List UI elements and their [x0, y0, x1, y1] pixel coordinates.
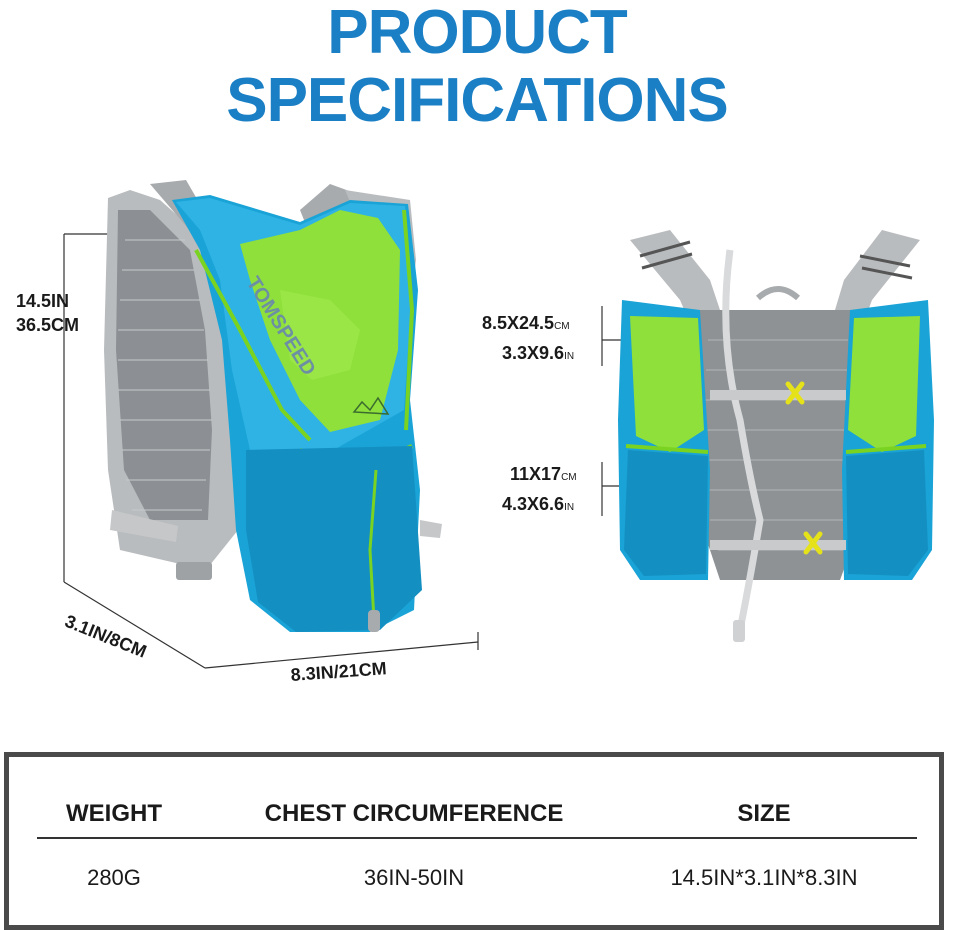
upper-pocket-dim-cm: 8.5X24.5CM — [482, 313, 570, 333]
title-line-2: SPECIFICATIONS — [226, 66, 729, 135]
title-line-1: PRODUCT — [327, 0, 628, 67]
spec-header-weight: WEIGHT — [66, 800, 162, 827]
spec-table: WEIGHT CHEST CIRCUMFERENCE SIZE 280G 36I… — [4, 752, 944, 930]
spec-header-size: SIZE — [737, 800, 791, 827]
vest-back-image — [601, 230, 934, 642]
spec-header-chest: CHEST CIRCUMFERENCE — [264, 800, 564, 827]
height-dimension-cm: 36.5CM — [16, 315, 80, 335]
vest-front-image: TOMSPEED — [63, 180, 479, 669]
spec-value-size: 14.5IN*3.1IN*8.3IN — [670, 865, 858, 890]
lower-pocket-dim-cm: 11X17CM — [510, 464, 577, 484]
spec-value-chest: 36IN-50IN — [363, 865, 465, 890]
lower-pocket-dim-in: 4.3X6.6IN — [502, 494, 575, 514]
height-dimension-in: 14.5IN — [16, 291, 70, 311]
spec-value-weight: 280G — [87, 865, 141, 890]
spec-divider — [37, 837, 917, 839]
upper-pocket-dim-in: 3.3X9.6IN — [502, 343, 575, 363]
